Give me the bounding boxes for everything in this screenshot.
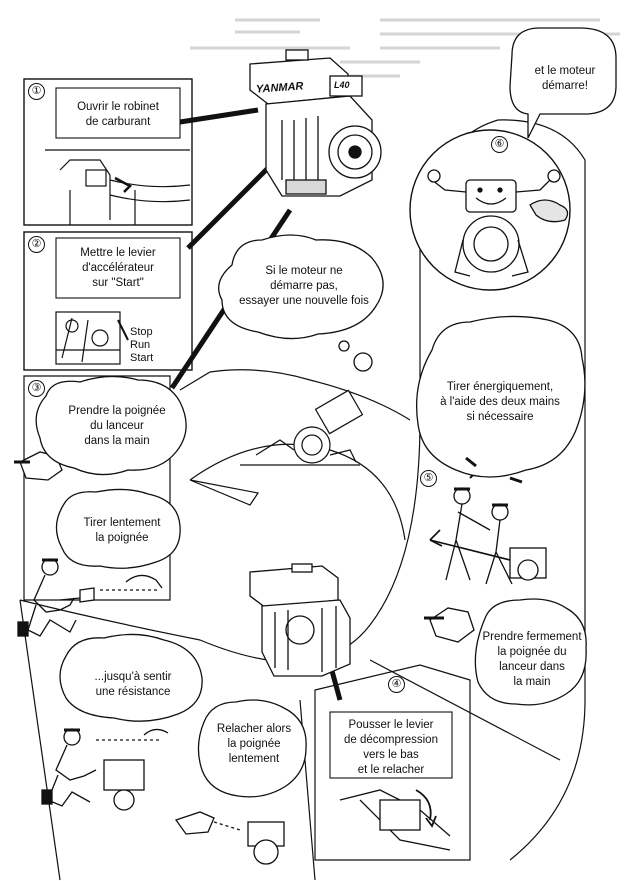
pull-slowly-text: Tirer lentement la poignée	[83, 517, 161, 544]
step-number-2: ②	[28, 236, 45, 253]
resistance-text: ...jusqu'à sentir une résistance	[94, 671, 172, 698]
step6-caption: et le moteur démarre!	[534, 65, 596, 92]
hand-releasing-drawing	[174, 811, 285, 865]
loop-left-edge	[19, 599, 61, 881]
person-pulling-resistance	[41, 728, 169, 811]
sparks	[465, 456, 523, 484]
engine-illustration-top	[249, 49, 382, 197]
loop-arrow	[179, 369, 411, 421]
bubble-pull-slowly	[55, 488, 181, 569]
step-number-3: ③	[28, 380, 45, 397]
tired-engine-character	[240, 389, 364, 466]
release-slowly-text: Relacher alors la poignée lentement	[216, 723, 292, 765]
bubble-retry	[218, 234, 384, 340]
retry-bubble-text: Si le moteur ne démarre pas, essayer une…	[239, 265, 369, 307]
step4-caption-box	[329, 711, 453, 779]
throttle-positions: Stop Run Start	[130, 326, 154, 364]
throttle-lever-drawing	[55, 311, 129, 365]
step5-caption: Prendre fermement la poignée du lanceur …	[482, 631, 582, 688]
step-number-6: ⑥	[491, 136, 508, 153]
engine-illustration-center	[249, 563, 351, 677]
bubble-step3	[35, 375, 187, 476]
hand-grabbing-firmly-drawing	[424, 607, 475, 643]
engine-model: L40	[334, 80, 350, 90]
loop-arrow-head	[189, 479, 260, 506]
step3-caption: Prendre la poignée du lanceur dans la ma…	[68, 405, 166, 447]
segment-line	[369, 659, 561, 761]
step3-frame	[23, 375, 171, 601]
decompression-lever-drawing	[339, 789, 451, 851]
step1-caption: Ouvrir le robinet de carburant	[77, 101, 159, 128]
loop-outline	[19, 119, 586, 861]
step2-caption-box	[55, 237, 181, 299]
bubble-retry-dot	[353, 352, 373, 372]
step4-frame	[314, 664, 471, 861]
step4-caption: Pousser le levier de décompression vers …	[344, 719, 438, 776]
pull-hard-text: Tirer énergiquement, à l'aide des deux m…	[440, 381, 560, 423]
happy-engine-character	[427, 169, 569, 277]
bubble-release	[197, 699, 307, 798]
bubble-step5	[474, 598, 587, 706]
step-number-4: ④	[388, 676, 405, 693]
bubble-pull-hard	[415, 315, 586, 478]
bubble-resistance	[59, 633, 203, 722]
step-number-5: ⑤	[420, 470, 437, 487]
bubble-6	[509, 27, 617, 139]
bubble-retry-dot	[338, 340, 350, 352]
fuel-cock-drawing	[45, 149, 191, 225]
loop-inner	[189, 443, 406, 541]
step2-caption: Mettre le levier d'accélérateur sur "Sta…	[80, 247, 156, 289]
step-number-1: ①	[28, 83, 45, 100]
person-pulling-slowly	[17, 558, 163, 637]
step1-caption-box	[55, 87, 181, 139]
